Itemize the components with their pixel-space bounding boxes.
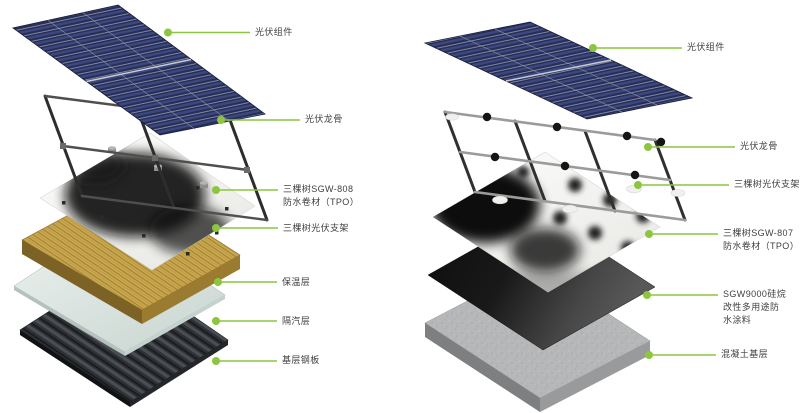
left-diagram xyxy=(12,4,300,407)
pv-module-layer xyxy=(423,21,694,120)
right-callouts xyxy=(589,44,735,359)
label-right-pv-module: 光伏组件 xyxy=(687,42,725,52)
label-left-vapor: 隔汽层 xyxy=(282,316,311,326)
right-diagram xyxy=(423,21,735,412)
label-left-insulation: 保温层 xyxy=(282,277,311,287)
membrane-fasteners xyxy=(62,186,229,256)
left-callouts xyxy=(164,28,300,365)
label-left-pv-bracket: 三棵树光伏支架 xyxy=(283,223,349,233)
label-left-pv-keel: 光伏龙骨 xyxy=(305,114,343,124)
label-right-tpo-807: 三棵树SGW-807 防水卷材（TPO） xyxy=(723,228,800,251)
label-right-coating: SGW9000硅烷 改性多用途防 水涂料 xyxy=(723,289,787,325)
label-left-steel-deck: 基层钢板 xyxy=(282,355,320,365)
label-left-pv-module: 光伏组件 xyxy=(255,27,293,37)
rail-discs xyxy=(482,112,666,180)
pv-keel-layer xyxy=(443,110,687,222)
label-left-tpo-808: 三棵树SGW-808 防水卷材（TPO） xyxy=(283,184,360,207)
ballast-feet xyxy=(445,113,686,214)
label-right-pv-keel: 光伏龙骨 xyxy=(740,141,778,151)
pv-module-layer xyxy=(12,4,266,136)
label-right-pv-bracket: 三棵树光伏支架 xyxy=(734,179,800,189)
label-right-concrete: 混凝土基层 xyxy=(721,349,769,359)
pv-keel-layer xyxy=(43,94,269,222)
